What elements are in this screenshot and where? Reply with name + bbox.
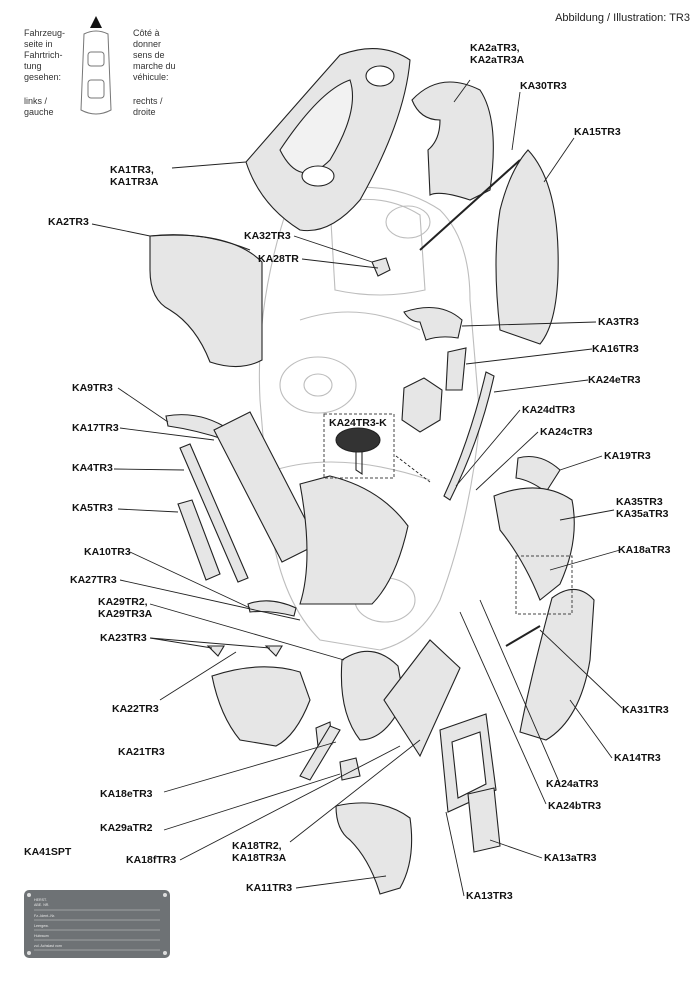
label-ka23tr3: KA23TR3	[100, 632, 147, 644]
plate-line-2: ABE. NR.	[34, 903, 50, 907]
plate-line-1: HERST.	[34, 898, 47, 902]
label-ka4tr3: KA4TR3	[72, 462, 113, 474]
label-ka28tr: KA28TR	[258, 253, 299, 265]
legend-german-side: links / gauche	[24, 96, 54, 117]
leader-lines	[91, 79, 623, 897]
part-shapes	[149, 48, 595, 895]
plate-rivets	[27, 893, 167, 955]
legend-french-side: rechts / droite	[133, 96, 163, 117]
label-ka5tr3: KA5TR3	[72, 502, 113, 514]
label-ka13atr3: KA13aTR3	[544, 852, 597, 864]
car-body-outline	[258, 186, 481, 651]
legend-german: Fahrzeug- seite in Fahrtrich- tung geseh…	[24, 28, 66, 82]
label-ka18atr3: KA18aTR3	[618, 544, 671, 556]
label-ka29atr2: KA29aTR2	[100, 822, 153, 834]
label-ka24tr3k: KA24TR3-K	[329, 417, 387, 429]
label-ka15tr3: KA15TR3	[574, 126, 621, 138]
mini-car-icon	[80, 30, 112, 115]
plate-line-5: Hubraum	[34, 934, 49, 938]
plate-line-4: Leergew.	[34, 924, 49, 928]
label-ka2atr3: KA2aTR3, KA2aTR3A	[470, 42, 525, 66]
label-ka10tr3: KA10TR3	[84, 546, 131, 558]
label-ka29tr2: KA29TR2, KA29TR3A	[98, 596, 153, 620]
label-ka18tr2: KA18TR2, KA18TR3A	[232, 840, 287, 864]
label-ka24btr3: KA24bTR3	[548, 800, 602, 812]
label-ka22tr3: KA22TR3	[112, 703, 159, 715]
label-ka21tr3: KA21TR3	[118, 746, 165, 758]
plate-line-6: zul. Achslast vorn	[34, 944, 62, 948]
plate-line-3: Fz.-Ident.-Nr.	[34, 914, 55, 918]
label-ka24etr3: KA24eTR3	[588, 374, 641, 386]
label-ka2tr3: KA2TR3	[48, 216, 89, 228]
label-ka41spt: KA41SPT	[24, 846, 72, 858]
label-ka16tr3: KA16TR3	[592, 343, 639, 355]
label-ka30tr3: KA30TR3	[520, 80, 567, 92]
label-ka17tr3: KA17TR3	[72, 422, 119, 434]
label-ka18ftr3: KA18fTR3	[126, 854, 177, 866]
label-ka32tr3: KA32TR3	[244, 230, 291, 242]
label-ka24ctr3: KA24cTR3	[540, 426, 593, 438]
label-ka13tr3: KA13TR3	[466, 890, 513, 902]
label-ka1tr3: KA1TR3, KA1TR3A	[110, 164, 159, 188]
legend-french: Côté à donner sens de marche du véhicule…	[133, 28, 176, 82]
label-ka27tr3: KA27TR3	[70, 574, 117, 586]
direction-arrow-icon	[90, 16, 102, 28]
identification-plate: HERST. ABE. NR. Fz.-Ident.-Nr. Leergew. …	[24, 890, 170, 958]
label-ka3tr3: KA3TR3	[598, 316, 639, 328]
label-ka24dtr3: KA24dTR3	[522, 404, 576, 416]
label-ka35tr3: KA35TR3 KA35aTR3	[616, 496, 669, 520]
detail-callout-box	[323, 413, 395, 479]
label-ka11tr3: KA11TR3	[246, 882, 293, 894]
label-ka24atr3: KA24aTR3	[546, 778, 599, 790]
detail-callout-box-2	[515, 555, 573, 615]
illustration-header: Abbildung / Illustration: TR3	[555, 12, 690, 24]
label-ka14tr3: KA14TR3	[614, 752, 661, 764]
label-ka9tr3: KA9TR3	[72, 382, 113, 394]
label-ka19tr3: KA19TR3	[604, 450, 651, 462]
label-ka18etr3: KA18eTR3	[100, 788, 153, 800]
label-ka31tr3: KA31TR3	[622, 704, 669, 716]
